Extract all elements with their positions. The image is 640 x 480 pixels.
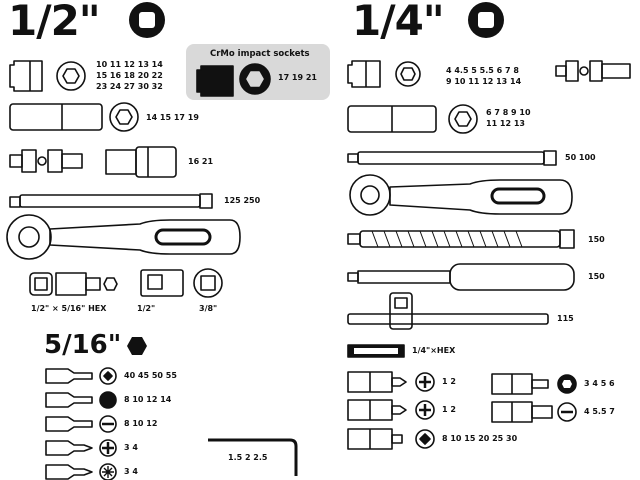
spinner-handle-length: 150	[588, 272, 605, 281]
bit-socket-pozidriv-icon	[347, 399, 435, 421]
quarter-deep-socket-sizes-2: 11 12 13	[486, 119, 525, 128]
five-sixteenth-bits	[45, 367, 117, 480]
quarter-extension-lengths: 50 100	[565, 153, 596, 162]
hex-key-sizes: 1.5 2 2.5	[228, 453, 268, 462]
half-socket-sizes-3: 23 24 27 30 32	[96, 82, 163, 91]
half-ratchet-icon	[6, 214, 241, 260]
square-drive-icon-quarter	[468, 2, 504, 38]
heading-half-inch: 1/2"	[8, 0, 101, 45]
hex-adapter-icon	[347, 344, 405, 358]
half-adapter-label: 1/2" × 5/16" HEX	[31, 304, 107, 313]
bit-slot-icon	[45, 415, 117, 433]
quarter-deep-socket-top-icon	[448, 104, 478, 134]
impact-socket-side-icon	[196, 65, 234, 97]
five-sixteenth-torx-sizes: 40 45 50 55	[124, 371, 177, 380]
flex-extension-length: 150	[588, 235, 605, 244]
spinner-handle-icon	[347, 263, 575, 291]
half-deep-socket-top-icon	[109, 102, 139, 132]
half-reducer-label-a: 1/2"	[137, 304, 156, 313]
bit-hex-icon	[45, 391, 117, 409]
quarter-torx-sizes: 8 10 15 20 25 30	[442, 434, 518, 443]
heading-quarter-inch: 1/4"	[352, 0, 445, 45]
quarter-deep-socket-sizes-1: 6 7 8 9 10	[486, 108, 531, 117]
half-socket-sizes-1: 10 11 12 13 14	[96, 60, 163, 69]
bit-phillips-icon	[45, 439, 117, 457]
hex-adapter-label: 1/4"×HEX	[412, 346, 456, 355]
half-extension-lengths: 125 250	[224, 196, 261, 205]
spark-plug-socket-icon	[105, 146, 177, 178]
hex-drive-icon	[127, 337, 147, 355]
half-deep-socket-sizes: 14 15 17 19	[146, 113, 199, 122]
bit-socket-phillips-icon	[347, 371, 435, 393]
quarter-pozidriv-sizes: 1 2	[442, 405, 456, 414]
quarter-socket-sizes-2: 9 10 11 12 13 14	[446, 77, 522, 86]
t-bar-length: 115	[557, 314, 574, 323]
half-universal-joint-icon	[9, 149, 83, 173]
bit-socket-slot-icon	[491, 401, 577, 423]
bit-socket-hex-icon	[491, 373, 577, 395]
five-sixteenth-pozidriv-sizes: 3 4	[124, 467, 138, 476]
flexible-extension-icon	[347, 229, 575, 249]
half-reducer-label-b: 3/8"	[199, 304, 218, 313]
quarter-phillips-sizes: 1 2	[442, 377, 456, 386]
five-sixteenth-hex-sizes: 8 10 12 14	[124, 395, 172, 404]
half-deep-socket-icon	[9, 103, 103, 131]
quarter-ratchet-icon	[349, 174, 573, 216]
half-socket-sizes-2: 15 16 18 20 22	[96, 71, 163, 80]
heading-five-sixteenth: 5/16"	[44, 330, 122, 360]
t-bar-icon	[347, 292, 549, 330]
half-socket-side-icon	[9, 60, 43, 92]
half-socket-top-icon	[56, 61, 86, 91]
quarter-socket-sizes-1: 4 4.5 5 5.5 6 7 8	[446, 66, 519, 75]
impact-socket-sizes: 17 19 21	[278, 73, 317, 82]
five-sixteenth-phillips-sizes: 3 4	[124, 443, 138, 452]
bit-pozidriv-icon	[45, 463, 117, 480]
half-adapter-icons	[29, 268, 223, 298]
impact-panel-title: CrMo impact sockets	[210, 49, 310, 59]
quarter-socket-top-icon	[395, 61, 421, 87]
quarter-universal-joint-icon	[555, 60, 631, 82]
spark-plug-socket-sizes: 16 21	[188, 157, 214, 166]
hex-key-icon	[208, 438, 298, 476]
bit-socket-torx-icon	[347, 428, 435, 450]
impact-socket-top-icon	[239, 63, 271, 95]
quarter-extension-icon	[347, 150, 557, 166]
five-sixteenth-slot-sizes: 8 10 12	[124, 419, 158, 428]
quarter-hex-sizes: 3 4 5 6	[584, 379, 615, 388]
quarter-bit-sockets	[347, 371, 577, 450]
quarter-deep-socket-icon	[347, 105, 437, 133]
quarter-slot-sizes: 4 5.5 7	[584, 407, 615, 416]
quarter-socket-side-icon	[347, 60, 381, 88]
half-extension-icon	[9, 193, 213, 209]
square-drive-icon-half	[129, 2, 165, 38]
bit-torx-icon	[45, 367, 117, 385]
